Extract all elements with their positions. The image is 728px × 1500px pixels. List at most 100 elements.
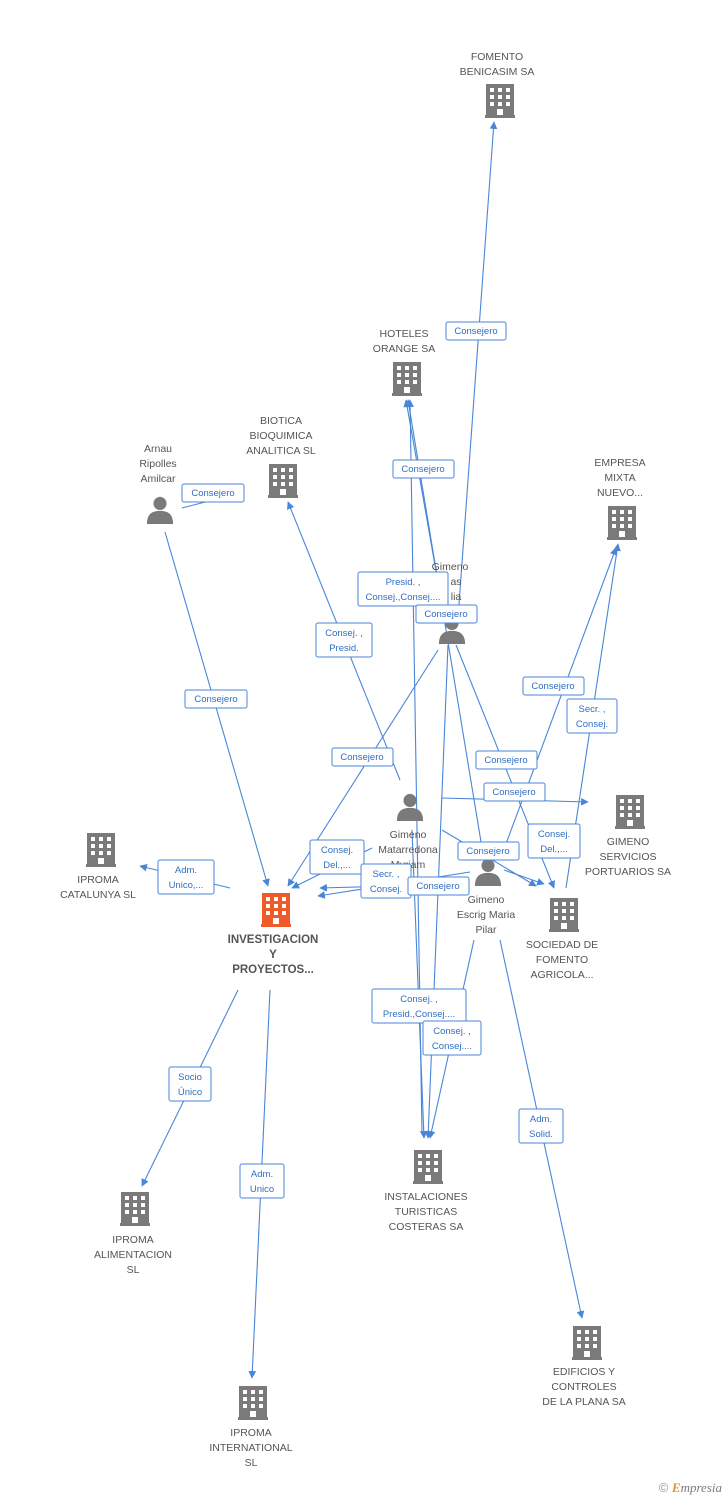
- edge-label-consejero-mixta[interactable]: Consejero: [522, 676, 585, 696]
- edge-label-consejero-arnau-biotica[interactable]: Consejero: [181, 483, 245, 503]
- edge-label-consejero-servicios[interactable]: Consejero: [483, 782, 546, 802]
- edge-labels: Consejero Consejero Consejero Presid. ,C…: [157, 321, 618, 1199]
- svg-text:Consejero: Consejero: [340, 752, 383, 763]
- edge-label-consejero-arnau[interactable]: Consejero: [184, 689, 248, 709]
- edge-label-consejero-escrig-soc[interactable]: Consejero: [457, 841, 520, 861]
- edge-label-consejero-hoteles[interactable]: Consejero: [392, 459, 455, 479]
- svg-text:Consejero: Consejero: [194, 694, 237, 705]
- empresia-logo: Empresia: [671, 1480, 722, 1495]
- svg-text:Consejero: Consejero: [401, 464, 444, 475]
- svg-text:Adm.Unico: Adm.Unico: [250, 1169, 274, 1195]
- edge-label-consejero-gtop-soc[interactable]: Consejero: [475, 750, 538, 770]
- edge-instal-hoteles: [406, 399, 423, 1136]
- copyright-symbol: ©: [658, 1480, 669, 1495]
- svg-text:Consejero: Consejero: [416, 881, 459, 892]
- edge-label-adm-unico-cat[interactable]: Adm.Unico,...: [157, 859, 215, 895]
- svg-text:Consej. ,Presid.: Consej. ,Presid.: [325, 628, 363, 654]
- svg-text:Adm.Unico,...: Adm.Unico,...: [169, 865, 204, 891]
- building-icon: [607, 506, 637, 540]
- svg-text:Consej. ,Presid.,Consej....: Consej. ,Presid.,Consej....: [383, 994, 455, 1020]
- edge-label-consej-del-soc[interactable]: Consej.Del.,...: [527, 823, 581, 859]
- edge-label-presid-hoteles[interactable]: Presid. ,Consej.,Consej....: [357, 571, 449, 607]
- svg-text:Consejero: Consejero: [492, 787, 535, 798]
- person-icon: [396, 793, 424, 821]
- building-icon: [485, 84, 515, 118]
- building-icon: [86, 833, 116, 867]
- building-icon: [392, 362, 422, 396]
- edge-arnau-investigacion: [164, 531, 270, 887]
- building-icon: [120, 1192, 150, 1226]
- building-icon: [268, 464, 298, 498]
- edge-label-adm-unico-intl[interactable]: Adm.Unico: [239, 1163, 285, 1199]
- building-icon: [572, 1326, 602, 1360]
- edge-label-consej-presid-inst[interactable]: Consej. ,Presid.,Consej....: [371, 988, 467, 1024]
- svg-text:Consejero: Consejero: [454, 326, 497, 337]
- svg-text:Presid. ,Consej.,Consej....: Presid. ,Consej.,Consej....: [366, 577, 441, 603]
- building-icon: [413, 1150, 443, 1184]
- svg-text:Consejero: Consejero: [484, 755, 527, 766]
- edge-escrig-sociedad: [503, 869, 545, 886]
- building-icon: [238, 1386, 268, 1420]
- footer-credit[interactable]: © Empresia: [659, 1480, 722, 1496]
- edge-label-secr-mixta[interactable]: Secr. ,Consej.: [566, 698, 618, 734]
- person-icon: [146, 496, 174, 524]
- svg-text:GimenoMatarredonaMyriam: GimenoMatarredonaMyriam: [378, 829, 438, 871]
- svg-text:Consej. ,Consej....: Consej. ,Consej....: [432, 1026, 472, 1052]
- edge-label-consej-presid-biotica[interactable]: Consej. ,Presid.: [315, 622, 373, 658]
- svg-text:Secr. ,Consej.: Secr. ,Consej.: [370, 869, 402, 895]
- edge-label-consej-del-inv[interactable]: Consej.Del.,...: [309, 839, 365, 875]
- building-icon: [615, 795, 645, 829]
- svg-text:Consejero: Consejero: [531, 681, 574, 692]
- edge-myriam-mixta: [499, 547, 618, 861]
- node-gimeno-matarredona[interactable]: GimenoMatarredonaMyriam: [378, 793, 438, 871]
- svg-text:Secr. ,Consej.: Secr. ,Consej.: [576, 704, 608, 730]
- svg-text:Consejero: Consejero: [191, 488, 234, 499]
- edge-label-consej-consej-inst[interactable]: Consej. ,Consej....: [422, 1020, 482, 1056]
- svg-text:Adm.Solid.: Adm.Solid.: [529, 1114, 553, 1140]
- edge-label-adm-solid[interactable]: Adm.Solid.: [518, 1108, 564, 1144]
- building-icon-highlighted: [261, 893, 291, 927]
- svg-text:Consejero: Consejero: [424, 609, 467, 620]
- svg-text:Consej.Del.,...: Consej.Del.,...: [538, 829, 570, 855]
- svg-text:Consej.Del.,...: Consej.Del.,...: [321, 845, 353, 871]
- edge-label-consejero-fomento[interactable]: Consejero: [445, 321, 507, 341]
- edge-label-secr-consej-inv[interactable]: Secr. ,Consej.: [360, 863, 412, 899]
- building-icon: [549, 898, 579, 932]
- edge-label-consejero-gimeno-top[interactable]: Consejero: [415, 604, 478, 624]
- svg-text:Consejero: Consejero: [466, 846, 509, 857]
- edge-label-consejero-escrig-inv[interactable]: Consejero: [407, 876, 470, 896]
- edge-label-consejero-gtop-inv[interactable]: Consejero: [331, 747, 394, 767]
